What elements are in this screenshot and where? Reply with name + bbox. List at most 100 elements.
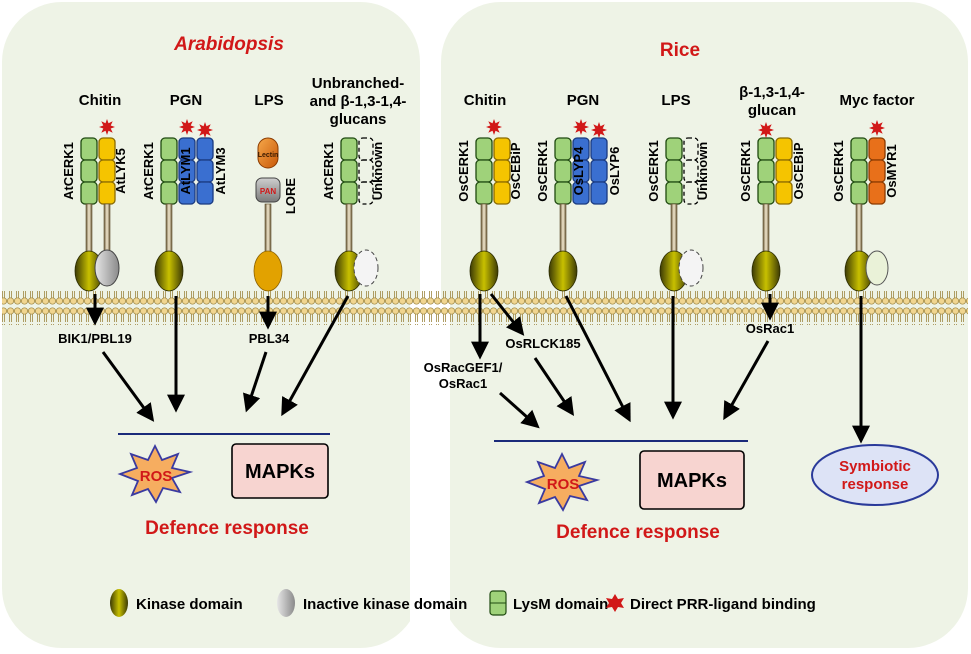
oscebip-glucan-lysm-3 xyxy=(775,181,793,205)
label-oscerk1-pgn: OsCERK1 xyxy=(535,140,550,201)
ligand-pgn-at: PGN xyxy=(170,92,203,109)
legend-binding-star-icon xyxy=(606,594,624,612)
atcerk1-chitin-lysm-3 xyxy=(80,181,98,205)
label-atlyk5: AtLYK5 xyxy=(113,148,128,194)
oscerk1-myc-lysm-3 xyxy=(850,181,868,205)
unknown-coreceptor-at-lysm-3 xyxy=(358,181,374,205)
oscerk1-glucan-lysm-3 xyxy=(757,181,775,205)
ligand-pgn-os: PGN xyxy=(567,92,600,109)
label-oscebip-chitin: OsCEBiP xyxy=(508,142,523,199)
ligand-lps-os: LPS xyxy=(661,92,690,109)
oscerk1-chitin-lysm-2 xyxy=(475,159,493,183)
label-atcerk1-glucan: AtCERK1 xyxy=(321,142,336,200)
oscerk1-pgn-lysm-2 xyxy=(554,159,572,183)
kinase-domain-lore xyxy=(253,250,283,292)
kinase-domain-at-pgn xyxy=(154,250,184,292)
arabidopsis-title: Arabidopsis xyxy=(173,34,284,55)
lore-pan-domain xyxy=(255,177,281,203)
label-lore: LORE xyxy=(283,178,298,214)
atcerk1-chitin-lysm-2 xyxy=(80,159,98,183)
atlym3-lysm-1 xyxy=(196,137,214,161)
signal-bik1: BIK1/PBL19 xyxy=(58,331,132,346)
label-osmyr1: OsMYR1 xyxy=(884,144,899,197)
symbiotic-response-line2: response xyxy=(842,476,909,493)
binding-star-os-glucan xyxy=(758,122,774,138)
rice-title: Rice xyxy=(660,40,700,61)
arrow-osrac1-to-defence xyxy=(723,340,770,421)
osmyr1-lysm-3 xyxy=(868,181,886,205)
ligand-glucans-line3: glucans xyxy=(330,111,387,128)
ligand-lps-at: LPS xyxy=(254,92,283,109)
label-atcerk1-chitin: AtCERK1 xyxy=(61,142,76,200)
oscebip-glucan-lysm-2 xyxy=(775,159,793,183)
legend-inactive-kinase-icon xyxy=(277,589,295,617)
atcerk1-pgn-lysm-1 xyxy=(160,137,178,161)
oscerk1-glucan-lysm-1 xyxy=(757,137,775,161)
cell-membrane xyxy=(2,291,968,325)
unknown-coreceptor-os-lysm-3 xyxy=(683,181,699,205)
legend-kinase-icon xyxy=(110,589,128,617)
binding-star-osmyr1 xyxy=(869,120,885,136)
oscerk1-myc-lysm-1 xyxy=(850,137,868,161)
signal-osrac1: OsRac1 xyxy=(746,321,794,336)
arrow-racgef-to-defence xyxy=(499,391,540,429)
osmyr1-lysm-2 xyxy=(868,159,886,183)
legend-kinase-label: Kinase domain xyxy=(136,596,243,613)
atcerk1-chitin-lysm-1 xyxy=(80,137,98,161)
rice-ros-label: ROS xyxy=(547,476,580,493)
oscerk1-lps-lysm-3 xyxy=(665,181,683,205)
arabidopsis-ros-burst: ROS xyxy=(117,443,194,504)
arrow-os-chitin-to-rlck xyxy=(489,293,525,336)
rice-defence-response: Defence response xyxy=(556,522,720,543)
ligand-chitin-os: Chitin xyxy=(464,92,507,109)
lore-pan-label: PAN xyxy=(260,187,277,196)
arrow-bik1-to-defence xyxy=(101,351,155,422)
oscerk1-pgn-lysm-3 xyxy=(554,181,572,205)
lore-lectin-domain xyxy=(257,137,279,169)
oscerk1-glucan-lysm-2 xyxy=(757,159,775,183)
kinase-domain-os-glucan xyxy=(751,250,781,292)
legend-lysm-label: LysM domain xyxy=(513,596,608,613)
atcerk1-glucan-lysm-2 xyxy=(340,159,358,183)
label-oscerk1-myc: OsCERK1 xyxy=(831,140,846,201)
oscerk1-myc-lysm-2 xyxy=(850,159,868,183)
ligand-glucans-line2: and β-1,3-1,4- xyxy=(310,93,407,110)
label-atlym3: AtLYM3 xyxy=(213,147,228,194)
oscerk1-chitin-lysm-3 xyxy=(475,181,493,205)
ligand-glucans-line1: Unbranched- xyxy=(312,75,405,92)
binding-star-oslyp6 xyxy=(591,122,607,138)
atcerk1-pgn-lysm-3 xyxy=(160,181,178,205)
kinase-domain-os-pgn xyxy=(548,250,578,292)
label-atcerk1-pgn: AtCERK1 xyxy=(141,142,156,200)
atcerk1-pgn-lysm-2 xyxy=(160,159,178,183)
oscerk1-pgn-lysm-1 xyxy=(554,137,572,161)
arabidopsis-mapk-box xyxy=(231,443,329,499)
oslyp6-lysm-3 xyxy=(590,181,608,205)
label-oscerk1-glucan: OsCERK1 xyxy=(738,140,753,201)
oscerk1-lps-lysm-1 xyxy=(665,137,683,161)
label-atlym1: AtLYM1 xyxy=(178,147,193,194)
inactive-kinase-at-chitin xyxy=(94,249,120,287)
label-unknown-os: Unknown xyxy=(695,142,710,201)
label-oscerk1-lps: OsCERK1 xyxy=(646,140,661,201)
label-oslyp4: OsLYP4 xyxy=(571,146,586,195)
ligand-glucan-line1: β-1,3-1,4- xyxy=(739,84,805,101)
legend-binding-label: Direct PRR-ligand binding xyxy=(630,596,816,613)
arabidopsis-ros-label: ROS xyxy=(140,468,173,485)
oslyp4-lysm-3 xyxy=(572,181,590,205)
binding-star-at-chitin xyxy=(99,119,115,135)
arabidopsis-defence-response: Defence response xyxy=(145,518,309,539)
atcerk1-glucan-lysm-3 xyxy=(340,181,358,205)
atlym3-lysm-2 xyxy=(196,159,214,183)
signal-osrlck185: OsRLCK185 xyxy=(505,336,580,351)
binding-star-oslyp4 xyxy=(573,119,589,135)
rice-ros-burst: ROS xyxy=(524,451,601,512)
ligand-glucan-line2: glucan xyxy=(748,102,796,119)
osmyr1-kinase xyxy=(865,250,889,286)
oslyp6-lysm-1 xyxy=(590,137,608,161)
label-oscebip-glucan: OsCEBiP xyxy=(791,142,806,199)
symbiotic-response-ellipse xyxy=(811,444,939,506)
label-oslyp6: OsLYP6 xyxy=(607,147,622,196)
binding-star-os-chitin xyxy=(486,119,502,135)
